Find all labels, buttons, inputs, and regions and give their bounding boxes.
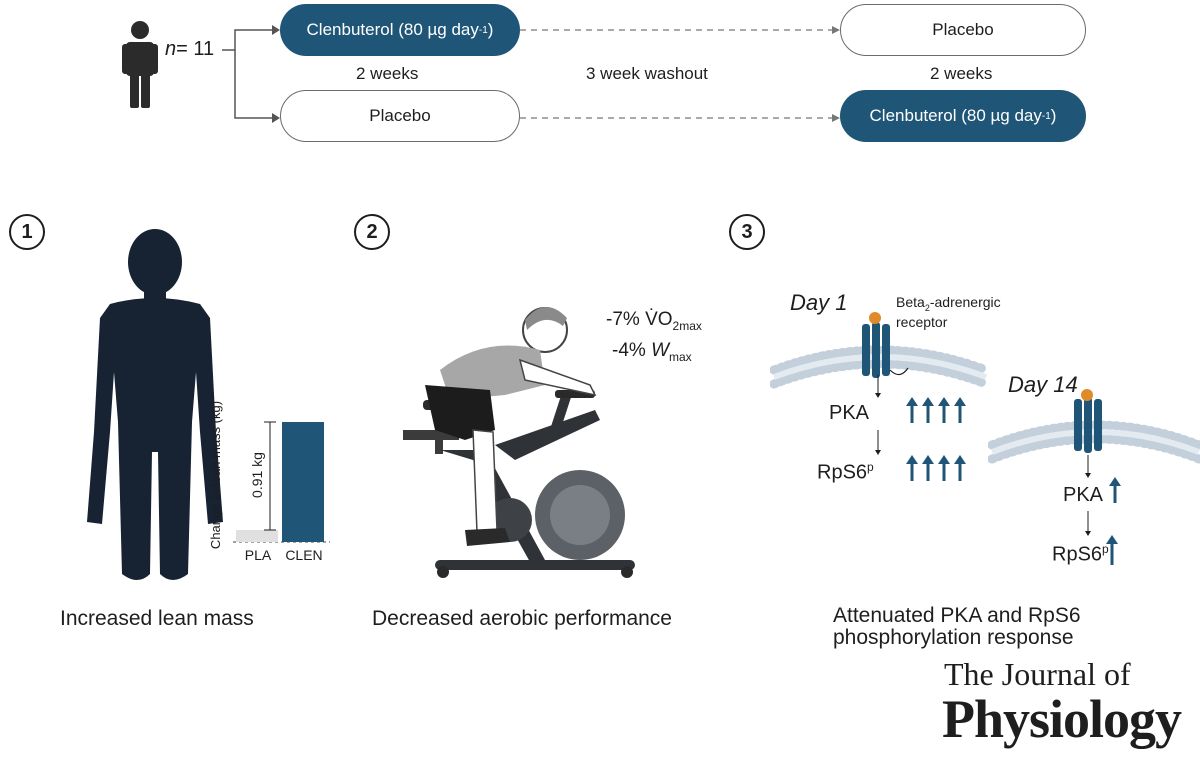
- vo2max-change: -7% V̇O2max: [606, 309, 702, 333]
- rps6-label-day14: RpS6p: [1052, 542, 1109, 566]
- panel2-caption: Decreased aerobic performance: [372, 607, 672, 630]
- up-arrow-head-icon: [1109, 477, 1121, 486]
- membrane-day1: [770, 312, 990, 389]
- panel1-number-badge: 1: [9, 214, 45, 250]
- cyclist-illustration: [403, 306, 635, 578]
- duration-right-label: 2 weeks: [930, 64, 993, 83]
- arm1-phase2-pill: Placebo: [840, 4, 1086, 56]
- rps6-up-arrows-day14: [1106, 535, 1118, 565]
- membrane-day14: [988, 389, 1200, 464]
- design-connectors: [122, 21, 840, 123]
- duration-left-label: 2 weeks: [356, 64, 419, 83]
- journal-logo-line1: The Journal of: [944, 656, 1131, 692]
- washout-label: 3 week washout: [586, 64, 708, 83]
- up-arrow-head-icon: [1106, 535, 1118, 544]
- pka-up-arrows-day1: [906, 397, 966, 423]
- branch-line: [234, 50, 272, 119]
- rps6-up-arrows-day1: [906, 455, 966, 481]
- bar-pla: [236, 530, 278, 542]
- up-arrow-head-icon: [906, 455, 918, 464]
- rider-figure: [425, 306, 597, 546]
- branch-arrow-icon: [272, 25, 280, 35]
- up-arrow-head-icon: [922, 455, 934, 464]
- pka-label-day1: PKA: [829, 402, 870, 424]
- up-arrow-head-icon: [954, 455, 966, 464]
- person-icon: [122, 21, 158, 108]
- bar-clen: [282, 422, 324, 542]
- up-arrow-head-icon: [922, 397, 934, 406]
- pka-label-day14: PKA: [1063, 484, 1104, 506]
- tick-label-pla: PLA: [245, 547, 272, 563]
- wmax-change: -4% Wmax: [612, 340, 692, 364]
- tick-label-clen: CLEN: [285, 547, 322, 563]
- lean-mass-chart: Change in lean mass (kg) 0.91 kg PLA CLE…: [208, 401, 330, 563]
- lean-mass-silhouette: [87, 229, 223, 580]
- difference-label: 0.91 kg: [249, 452, 265, 498]
- rps6-label-day1: RpS6p: [817, 460, 874, 484]
- panel1-caption: Increased lean mass: [60, 607, 254, 630]
- exercise-bike-icon: [403, 389, 635, 578]
- panel2-number-badge: 2: [354, 214, 390, 250]
- panel3-caption-line1: Attenuated PKA and RpS6: [833, 604, 1081, 627]
- up-arrow-head-icon: [906, 397, 918, 406]
- panel3-number-badge: 3: [729, 214, 765, 250]
- up-arrow-head-icon: [954, 397, 966, 406]
- washout-arrow-icon: [832, 26, 840, 34]
- day14-label: Day 14: [1008, 372, 1078, 397]
- arm2-phase2-pill: Clenbuterol (80 µg day-1): [840, 90, 1086, 142]
- arm2-phase1-pill: Placebo: [280, 90, 520, 142]
- up-arrow-head-icon: [938, 397, 950, 406]
- branch-arrow-icon: [272, 113, 280, 123]
- receptor-icon-day1: [862, 312, 890, 378]
- arm1-phase1-pill: Clenbuterol (80 µg day-1): [280, 4, 520, 56]
- day14-cascade: [1085, 455, 1121, 565]
- sample-size-label: n= 11: [165, 38, 215, 60]
- washout-arrow-icon: [832, 114, 840, 122]
- up-arrow-head-icon: [938, 455, 950, 464]
- journal-logo-line2: Physiology: [942, 689, 1182, 749]
- receptor-icon-day14: [1074, 389, 1102, 453]
- panel3-caption-line2: phosphorylation response: [833, 626, 1074, 649]
- branch-line: [222, 29, 272, 51]
- day1-cascade: [875, 375, 966, 481]
- day1-label: Day 1: [790, 290, 848, 315]
- pka-up-arrows-day14: [1109, 477, 1121, 503]
- lean-mass-ylabel: Change in lean mass (kg): [208, 401, 223, 549]
